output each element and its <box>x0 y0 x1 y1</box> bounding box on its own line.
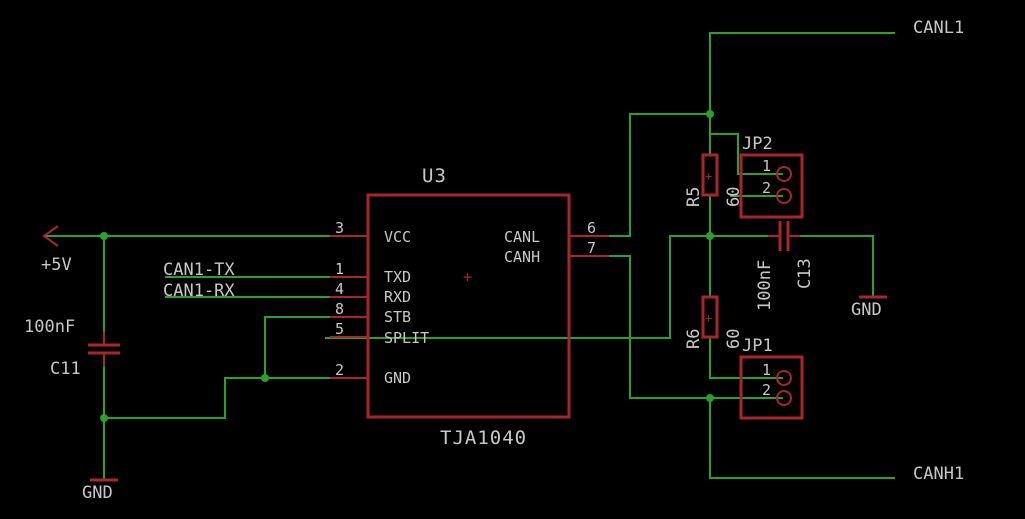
jp1-pin2-pad <box>776 390 792 406</box>
pin-name-canl: CANL <box>504 228 540 246</box>
junction-vcc <box>100 232 108 240</box>
jp1-pin2-num: 2 <box>762 381 771 399</box>
jp2-pin2-pad <box>776 188 792 204</box>
vcc-label: +5V <box>41 255 72 275</box>
resistor-r6: + R6 60 <box>684 295 744 349</box>
pin-num-canl: 6 <box>587 219 596 237</box>
wire-canh <box>609 255 895 479</box>
junction-split <box>706 232 714 240</box>
wire-c13-right <box>793 235 874 296</box>
wire-gnd-rail <box>104 377 330 419</box>
ic-origin-mark: + <box>463 268 472 286</box>
c13-ref: C13 <box>795 258 815 289</box>
pin-name-txd: TXD <box>384 268 411 286</box>
ic-body <box>366 193 571 419</box>
pin-name-canh: CANH <box>504 248 540 266</box>
r6-origin-mark: + <box>705 311 712 325</box>
jp2-ref: JP2 <box>742 134 773 154</box>
junction-gnd <box>100 414 108 422</box>
ic-ref: U3 <box>422 165 447 187</box>
r5-ref: R5 <box>684 187 704 207</box>
pin-name-rxd: RXD <box>384 288 411 306</box>
gnd-left: GND <box>82 478 118 503</box>
pin-num-split: 5 <box>335 320 344 338</box>
gnd-right: GND <box>851 295 887 320</box>
c11-ref: C11 <box>50 359 81 379</box>
r5-origin-mark: + <box>705 169 712 183</box>
pin-num-rxd: 4 <box>335 280 344 298</box>
r6-ref: R6 <box>684 329 704 349</box>
pin-num-gnd: 2 <box>335 361 344 379</box>
jp1-ref: JP1 <box>742 336 773 356</box>
wire-jp2-pin1 <box>710 133 783 175</box>
junction-canl <box>706 110 714 118</box>
pin-num-stb: 8 <box>335 300 344 318</box>
wires <box>45 32 895 480</box>
r5-value: 60 <box>724 187 744 207</box>
r6-body <box>701 295 719 339</box>
pin-name-vcc: VCC <box>384 228 411 246</box>
ic-value: TJA1040 <box>440 427 527 449</box>
wire-r6-bottom <box>709 337 783 379</box>
resistor-r5: + R5 60 <box>684 153 744 207</box>
r5-body <box>701 153 719 197</box>
jp1-pin1-pad <box>776 370 792 386</box>
net-label-tx: CAN1-TX <box>163 260 235 280</box>
jp1-body <box>739 355 804 420</box>
vcc-arrow-icon <box>42 225 59 247</box>
wire-split <box>325 235 710 339</box>
pin-name-gnd: GND <box>384 369 411 387</box>
jp1-pin1-num: 1 <box>762 361 771 379</box>
jumper-jp1: JP1 1 2 <box>739 336 804 420</box>
vcc-supply: +5V <box>41 225 72 275</box>
jp2-pin1-pad <box>776 166 792 182</box>
net-label-canh1: CANH1 <box>913 464 964 484</box>
net-label-canl1: CANL1 <box>913 18 964 38</box>
jumper-jp2: JP2 1 2 <box>739 134 804 219</box>
wire-stb-to-gnd <box>264 316 330 378</box>
wire-canl <box>609 32 895 237</box>
pin-name-stb: STB <box>384 308 411 326</box>
junctions <box>100 110 714 422</box>
capacitor-c11: 100nF C11 <box>24 317 120 379</box>
jp2-pin2-num: 2 <box>762 179 771 197</box>
pin-num-txd: 1 <box>335 260 344 278</box>
c11-value: 100nF <box>24 317 75 337</box>
pin-name-split: SPLIT <box>384 329 429 347</box>
r6-value: 60 <box>724 329 744 349</box>
capacitor-c13: 100nF C13 <box>755 221 815 311</box>
gnd-left-label: GND <box>82 483 113 503</box>
gnd-right-label: GND <box>851 300 882 320</box>
jp2-body <box>739 153 804 219</box>
jp2-pin1-num: 1 <box>762 157 771 175</box>
ic-u3: + U3 TJA1040 3 1 4 8 5 2 6 7 VCC TXD RXD… <box>330 165 609 449</box>
c13-value: 100nF <box>755 260 775 311</box>
junction-stb-gnd <box>261 374 269 382</box>
junction-canh <box>706 394 714 402</box>
pin-num-vcc: 3 <box>335 219 344 237</box>
net-label-rx: CAN1-RX <box>163 281 235 301</box>
pin-num-canh: 7 <box>587 239 596 257</box>
